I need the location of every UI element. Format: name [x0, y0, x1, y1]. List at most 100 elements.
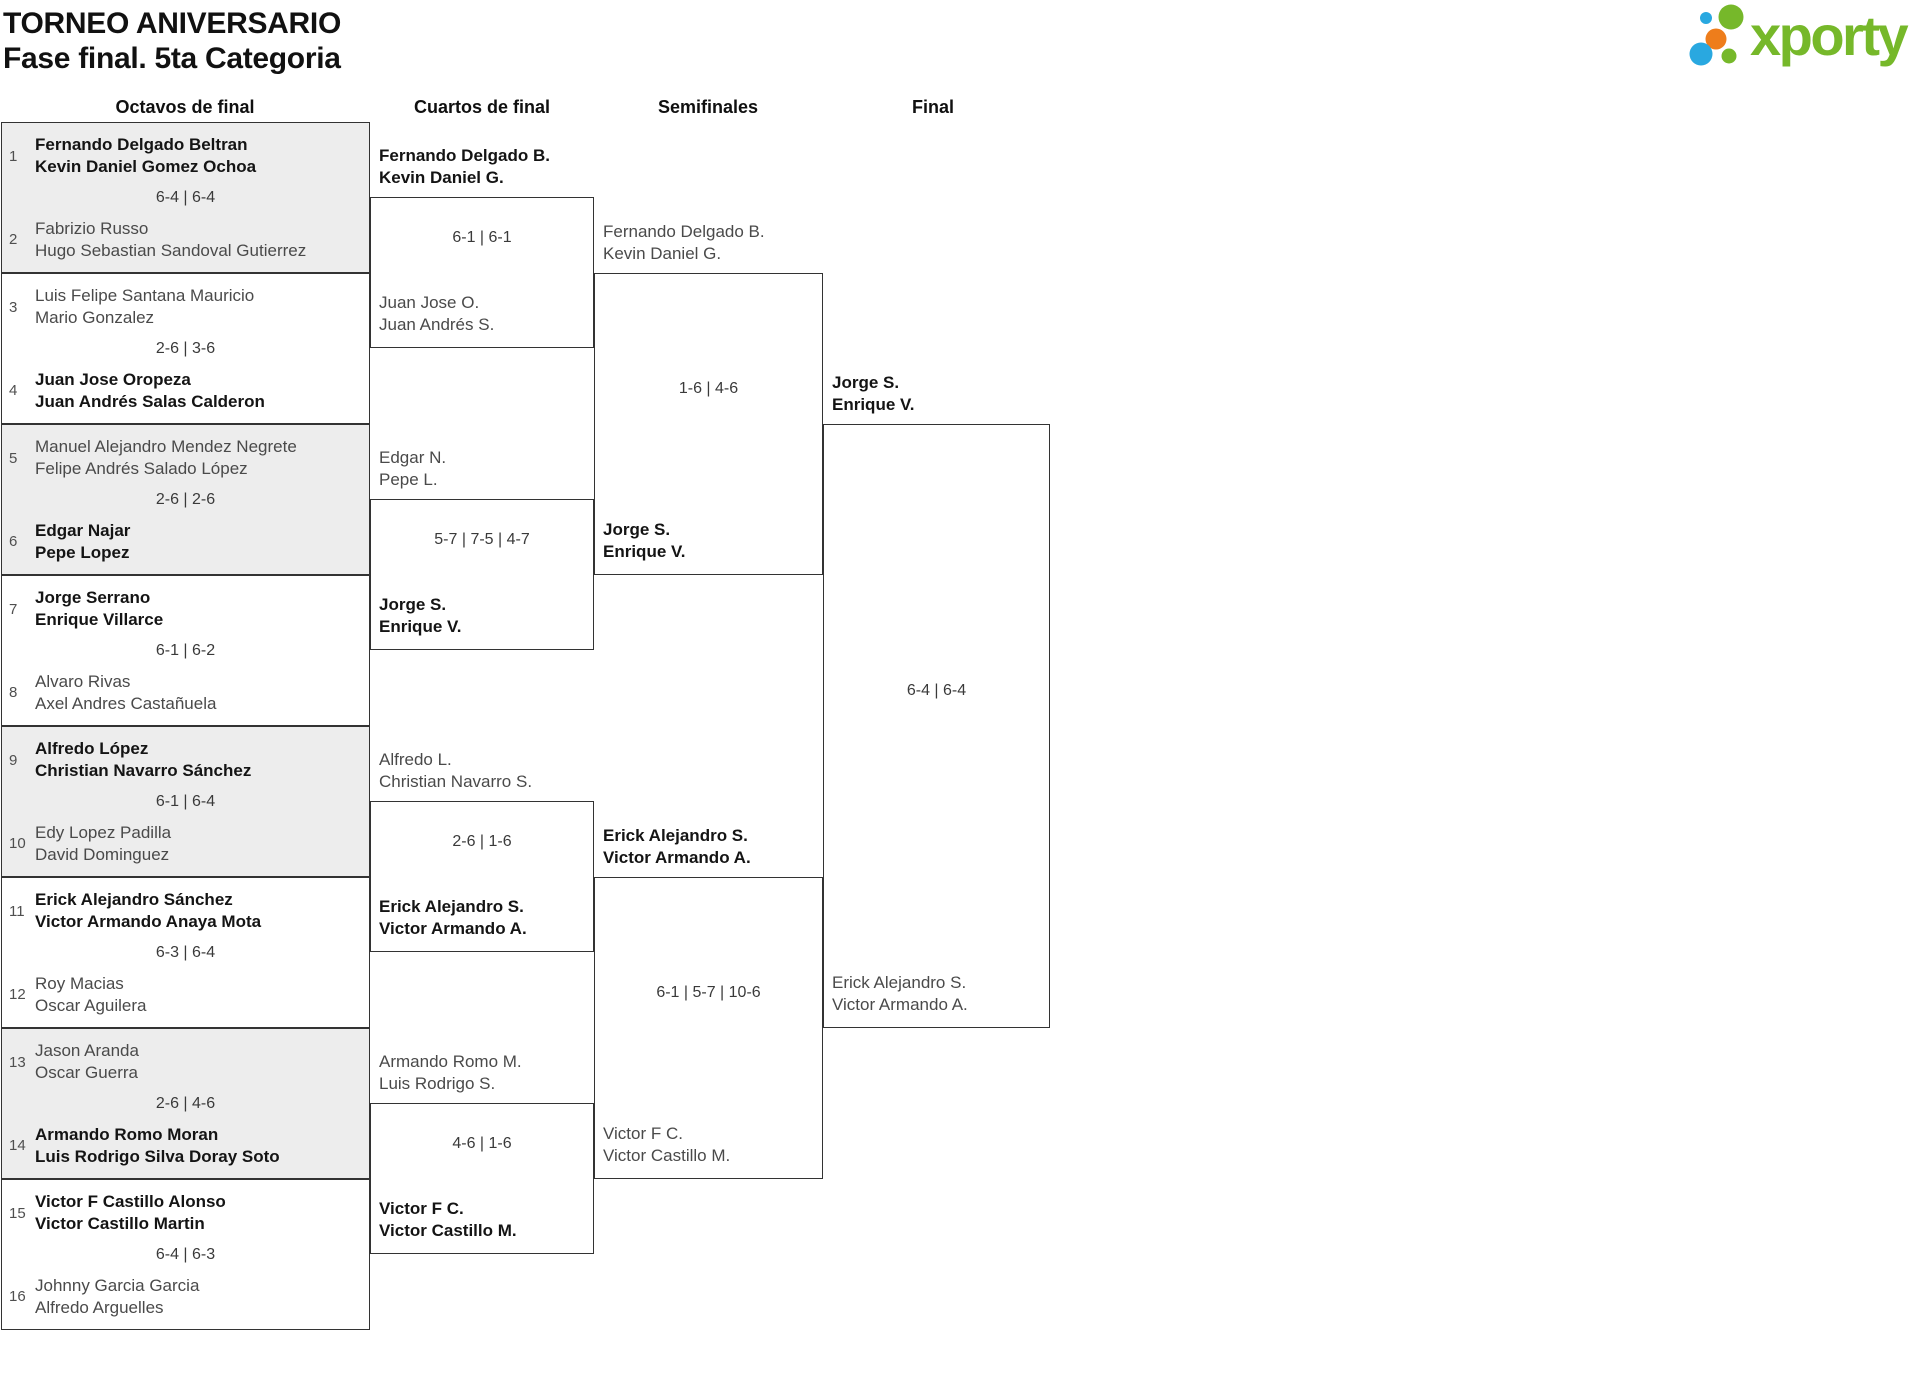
team-name: Juan Jose O. Juan Andrés S. — [379, 292, 495, 334]
team-top: Armando Romo M. Luis Rodrigo S. — [379, 1051, 589, 1095]
team-name: Fernando Delgado B. Kevin Daniel G. — [379, 145, 550, 187]
team-bottom: Jorge S. Enrique V. — [379, 594, 589, 638]
team-name: Victor F Castillo Alonso Victor Castillo… — [35, 1192, 226, 1234]
team-name: Victor F C. Victor Castillo M. — [603, 1123, 731, 1165]
team-name: Luis Felipe Santana Mauricio Mario Gonza… — [35, 286, 255, 328]
team-name: Jorge S. Enrique V. — [603, 519, 686, 561]
match-score: 2-6 | 2-6 — [155, 490, 216, 508]
qf-match: Fernando Delgado B. Kevin Daniel G.6-1 |… — [370, 146, 594, 348]
seed-number: 14 — [9, 1137, 26, 1155]
r16-match: 1 Fernando Delgado Beltran Kevin Daniel G… — [1, 122, 370, 273]
team-name: Erick Alejandro S. Victor Armando A. — [603, 825, 751, 867]
team-name: Erick Alejandro S. Victor Armando A. — [379, 896, 527, 938]
team-name: Jorge S. Enrique V. — [379, 594, 462, 636]
seed-number: 4 — [9, 382, 18, 400]
match-score: 6-1 | 5-7 | 10-6 — [656, 984, 761, 1001]
team-top: 5 Manuel Alejandro Mendez Negrete Felipe … — [9, 436, 363, 480]
seed-number: 10 — [9, 835, 26, 853]
seed-number: 8 — [9, 684, 18, 702]
logo-text: xporty — [1750, 4, 1909, 67]
team-bottom: Erick Alejandro S. Victor Armando A. — [379, 896, 589, 940]
round-header: Final — [911, 97, 955, 117]
team-name: Johnny Garcia Garcia Alfredo Arguelles — [35, 1275, 200, 1317]
team-top: 9 Alfredo López Christian Navarro Sánchez — [9, 738, 363, 782]
qf-match: Armando Romo M. Luis Rodrigo S.4-6 | 1-6… — [370, 1052, 594, 1254]
team-name: Armando Romo M. Luis Rodrigo S. — [379, 1051, 522, 1093]
team-bottom: Victor F C. Victor Castillo M. — [603, 1123, 818, 1167]
round-header: Octavos de final — [115, 97, 255, 117]
team-top: Erick Alejandro S. Victor Armando A. — [603, 825, 818, 869]
seed-number: 12 — [9, 986, 26, 1004]
match-score: 2-6 | 4-6 — [155, 1094, 216, 1112]
seed-number: 7 — [9, 600, 18, 618]
seed-number: 6 — [9, 533, 18, 551]
sf-match: Fernando Delgado B. Kevin Daniel G. 1-6 |… — [594, 222, 823, 575]
team-top: Fernando Delgado B. Kevin Daniel G. — [379, 145, 589, 189]
team-top: Fernando Delgado B. Kevin Daniel G. — [603, 221, 818, 265]
team-bottom: Erick Alejandro S. Victor Armando A. — [832, 972, 1045, 1016]
match-score: 6-1 | 6-2 — [155, 641, 216, 659]
match-score: 1-6 | 4-6 — [678, 380, 739, 397]
match-score: 6-1 | 6-4 — [155, 792, 216, 810]
seed-number: 16 — [9, 1288, 26, 1306]
tournament-subtitle: Fase final. 5ta Categoria — [3, 42, 341, 76]
team-name: Victor F C. Victor Castillo M. — [379, 1198, 517, 1240]
qf-match: Alfredo L. Christian Navarro S. 2-6 | 1-6… — [370, 750, 594, 952]
team-name: Juan Jose Oropeza Juan Andrés Salas Cald… — [35, 369, 265, 411]
team-bottom: 16 Johnny Garcia Garcia Alfredo Arguelles — [9, 1275, 363, 1319]
team-bottom: 6 Edgar Najar Pepe Lopez — [9, 520, 363, 564]
team-top: 11 Erick Alejandro Sánchez Victor Armando… — [9, 889, 363, 933]
match-score: 6-4 | 6-4 — [906, 682, 967, 699]
seed-number: 5 — [9, 449, 18, 467]
team-bottom: Victor F C. Victor Castillo M. — [379, 1198, 589, 1242]
match-score: 2-6 | 1-6 — [452, 832, 512, 850]
logo-dots-icon — [1689, 4, 1744, 66]
round-header: Cuartos de final — [413, 97, 551, 117]
team-name: Fabrizio Russo Hugo Sebastian Sandoval G… — [35, 218, 307, 260]
round-header: Semifinales — [657, 97, 759, 117]
page-title: TORNEO ANIVERSARIO Fase final. 5ta Categ… — [3, 6, 341, 77]
tournament-name: TORNEO ANIVERSARIO — [3, 7, 341, 40]
r16-match: 11 Erick Alejandro Sánchez Victor Armando… — [1, 877, 370, 1028]
team-name: Erick Alejandro Sánchez Victor Armando A… — [35, 890, 262, 932]
seed-number: 11 — [9, 902, 25, 920]
team-name: Armando Romo Moran Luis Rodrigo Silva Do… — [35, 1124, 280, 1166]
team-bottom: 4 Juan Jose Oropeza Juan Andrés Salas Cal… — [9, 369, 363, 413]
team-name: Manuel Alejandro Mendez Negrete Felipe A… — [35, 437, 297, 479]
team-name: Edgar Najar Pepe Lopez — [35, 520, 131, 562]
team-top: Alfredo L. Christian Navarro S. — [379, 749, 589, 793]
team-name: Alfredo L. Christian Navarro S. — [379, 749, 533, 791]
team-bottom: 14 Armando Romo Moran Luis Rodrigo Silva … — [9, 1124, 363, 1168]
r16-match: 3 Luis Felipe Santana Mauricio Mario Gonz… — [1, 273, 370, 424]
team-top: 3 Luis Felipe Santana Mauricio Mario Gonz… — [9, 285, 363, 329]
team-name: Alvaro Rivas Axel Andres Castañuela — [35, 671, 217, 713]
team-name: Roy Macias Oscar Aguilera — [35, 973, 147, 1015]
seed-number: 9 — [9, 751, 18, 769]
team-bottom: Jorge S. Enrique V. — [603, 519, 818, 563]
team-bottom: 10 Edy Lopez Padilla David Dominguez — [9, 822, 363, 866]
team-name: Erick Alejandro S. Victor Armando A. — [832, 972, 968, 1014]
team-name: Fernando Delgado Beltran Kevin Daniel Go… — [35, 135, 257, 177]
team-name: Edy Lopez Padilla David Dominguez — [35, 822, 172, 864]
r16-match: 5 Manuel Alejandro Mendez Negrete Felipe … — [1, 424, 370, 575]
seed-number: 1 — [9, 147, 18, 165]
match-score: 6-4 | 6-4 — [155, 188, 216, 206]
team-top: 1 Fernando Delgado Beltran Kevin Daniel G… — [9, 134, 363, 178]
sf-match: Erick Alejandro S. Victor Armando A. 6-1 … — [594, 826, 823, 1179]
team-name: Alfredo López Christian Navarro Sánchez — [35, 739, 252, 781]
match-score: 2-6 | 3-6 — [155, 339, 216, 357]
team-bottom: 12 Roy Macias Oscar Aguilera — [9, 973, 363, 1017]
team-name: Edgar N. Pepe L. — [379, 447, 447, 489]
seed-number: 3 — [9, 298, 18, 316]
match-score: 6-3 | 6-4 — [155, 943, 216, 961]
seed-number: 13 — [9, 1053, 26, 1071]
